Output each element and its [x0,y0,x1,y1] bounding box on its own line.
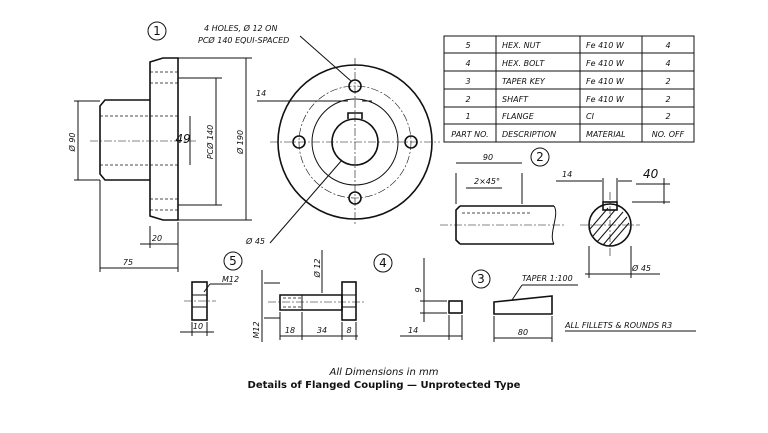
caption-title: Details of Flanged Coupling — Unprotecte… [248,380,521,391]
table-cell: HEX. BOLT [502,59,545,68]
bolt-view: Ø 12 M12 18 34 8 [252,250,366,342]
bolt-thread-label: M12 [252,321,261,338]
table-header-cell: DESCRIPTION [502,130,556,139]
flange-front-view: 4 HOLES, Ø 12 ON PCØ 140 EQUI-SPACED 14 … [198,23,440,246]
key-view: 4 3 9 14 TAPER 1:100 80 [373,253,578,342]
dim-key-height: 9 [414,287,423,292]
table-cell: HEX. NUT [502,41,541,50]
table-header-cell: MATERIAL [586,130,626,139]
dim-key-width: 14 [408,326,418,335]
table-cell: 3 [465,77,470,86]
table-cell: 2 [665,77,670,86]
table-cell: Fe 410 W [586,41,625,50]
holes-note-line-1: 4 HOLES, Ø 12 ON [204,23,277,33]
table-cell: Fe 410 W [586,59,625,68]
part-marker-1 [147,21,167,41]
dim-flange-bore: 49 [175,132,190,146]
table-cell: 4 [465,59,470,68]
dim-shaft-key-width: 14 [562,170,572,179]
part-marker-5 [223,251,243,271]
part-marker-3 [471,269,491,289]
dim-shaft-dia: Ø 45 [631,263,651,273]
table-cell: Fe 410 W [586,77,625,86]
nut-thread-label: M12 [222,275,239,284]
dim-flange-thickness: 20 [152,234,162,243]
table-cell: 4 [665,59,670,68]
dim-flange-hub-dia: Ø 90 [67,132,77,152]
part-marker-label: 1 [153,24,161,38]
table-cell: FLANGE [502,112,535,121]
part-marker-label: 4 [379,256,387,270]
flange-side-view: 1 Ø 90 49 PCØ 140 Ø 190 20 [67,21,252,272]
table-cell: 1 [465,112,470,121]
part-marker-4 [373,253,393,273]
dim-flange-pcd: PCØ 140 [205,125,215,160]
dim-keyway-width: 14 [256,89,266,98]
table-cell: 5 [465,41,470,50]
table-cell: CI [586,112,595,121]
table-cell: 2 [665,112,670,121]
dim-flange-length: 75 [123,258,133,267]
dim-bolt-thread-length: 18 [285,326,295,335]
dim-shaft-chamfer: 2×45° [474,177,500,186]
parts-table: 5 HEX. NUT Fe 410 W 4 4 HEX. BOLT Fe 410… [443,35,695,143]
table-cell: SHAFT [502,95,529,104]
part-marker-2 [530,147,550,167]
table-header-cell: NO. OFF [652,130,685,139]
part-marker-label: 5 [229,254,237,268]
dim-shaft-key-depth: 40 [643,167,659,181]
dim-bolt-dia: Ø 12 [312,258,322,278]
dim-bolt-head: 8 [346,326,351,335]
table-cell: 4 [665,41,670,50]
fillets-note: ALL FILLETS & ROUNDS R3 [564,321,672,330]
caption-units: All Dimensions in mm [329,367,439,378]
key-taper-label: TAPER 1:100 [522,274,573,283]
shaft-view: 2 90 2×45° 14 40 [440,147,670,278]
dim-flange-shaft-dia: Ø 45 [245,236,265,246]
part-marker-label: 3 [477,272,485,286]
table-header-cell: PART NO. [451,130,488,139]
dim-nut-thickness: 10 [193,322,203,331]
part-marker-label: 2 [536,150,544,164]
table-cell: 2 [665,95,670,104]
dim-key-length: 80 [518,328,528,337]
dim-bolt-shank: 34 [317,326,327,335]
table-cell: 2 [465,95,470,104]
dim-shaft-length: 90 [483,153,493,162]
table-cell: Fe 410 W [586,95,625,104]
table-cell: TAPER KEY [502,77,546,86]
dim-flange-outer-dia: Ø 190 [235,130,245,155]
nut-view: 5 M12 10 [180,251,243,336]
holes-note-line-2: PCØ 140 EQUI-SPACED [198,35,289,45]
